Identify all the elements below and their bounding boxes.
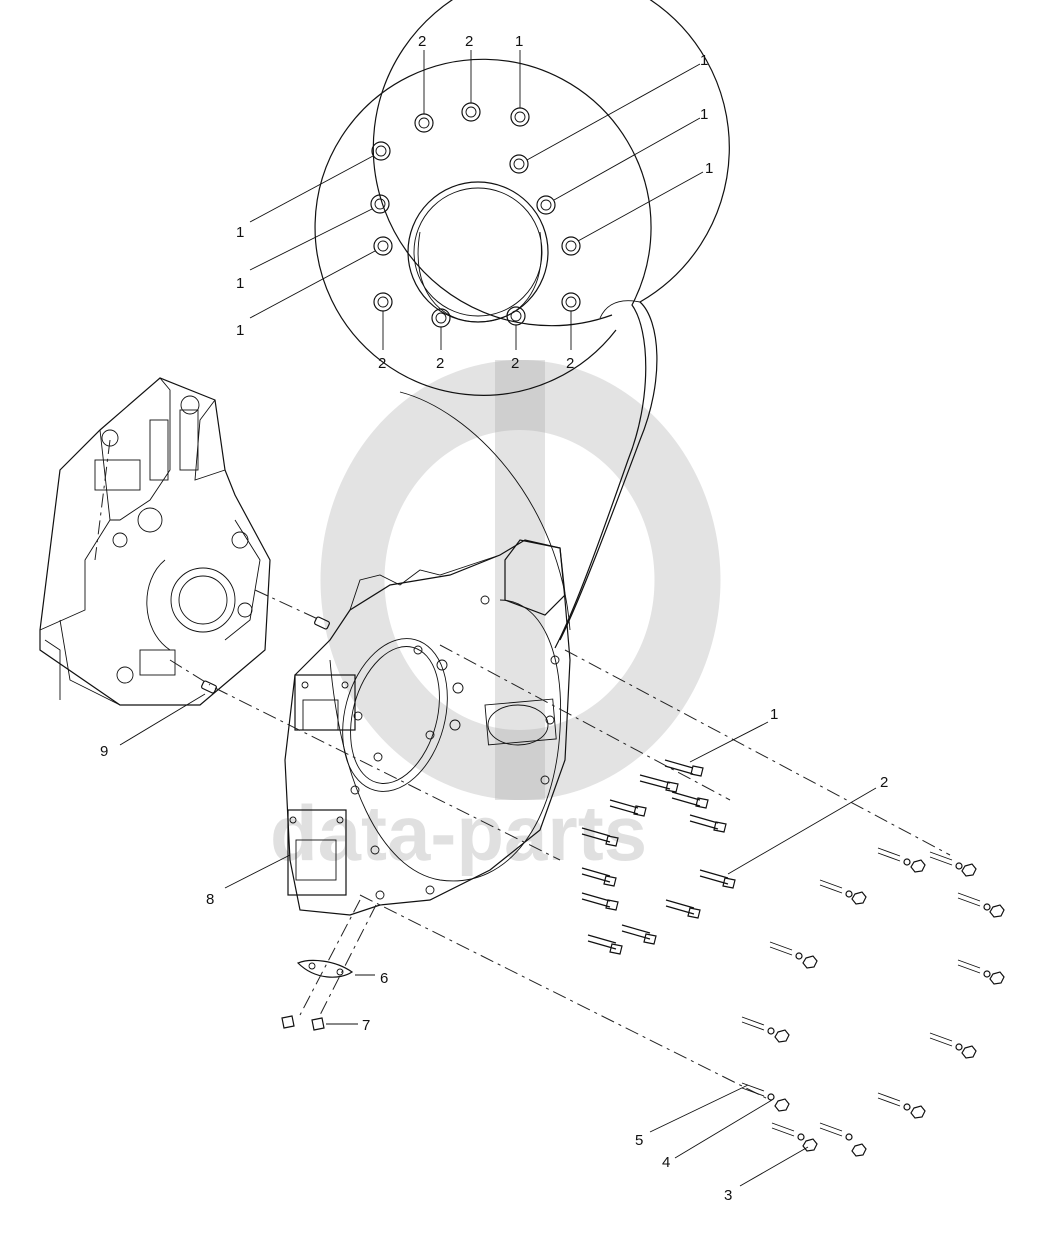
detail-leaders <box>249 50 704 350</box>
callout-2: 2 <box>465 33 473 50</box>
watermark: data-parts <box>270 360 721 877</box>
callout-1: 1 <box>705 160 713 177</box>
callout-1: 1 <box>700 52 708 69</box>
callout-1: 1 <box>236 275 244 292</box>
callout-1: 1 <box>236 224 244 241</box>
dowel-pins <box>201 616 330 694</box>
callout-cover-6: 6 <box>380 970 388 987</box>
flywheel-housing <box>284 539 571 916</box>
callout-2: 2 <box>566 355 574 372</box>
callout-washer-4: 4 <box>662 1154 670 1171</box>
assembly-lines <box>169 589 951 1101</box>
engine-block <box>39 377 271 706</box>
callout-1: 1 <box>236 322 244 339</box>
detail-view: 2 2 1 1 1 1 1 1 1 2 2 2 2 <box>236 0 730 649</box>
callout-stud-5: 5 <box>635 1132 643 1149</box>
callout-dowel-9: 9 <box>100 743 108 760</box>
callout-1: 1 <box>700 106 708 123</box>
main-leaders <box>119 693 877 1187</box>
callout-2: 2 <box>418 33 426 50</box>
cover-plate <box>296 959 354 978</box>
callout-nut-3: 3 <box>724 1187 732 1204</box>
callout-housing-8: 8 <box>206 891 214 908</box>
watermark-text: data-parts <box>270 789 647 877</box>
callout-2: 2 <box>436 355 444 372</box>
callout-2: 2 <box>378 355 386 372</box>
callout-1: 1 <box>515 33 523 50</box>
callout-2: 2 <box>511 355 519 372</box>
callout-bolt-2: 2 <box>880 774 888 791</box>
studs-washers-nuts <box>741 847 1005 1157</box>
callout-bolt-1: 1 <box>770 706 778 723</box>
screws <box>281 1015 325 1031</box>
callout-screw-7: 7 <box>362 1017 370 1034</box>
bolt-holes <box>370 102 581 328</box>
hex-bolts <box>581 759 736 955</box>
